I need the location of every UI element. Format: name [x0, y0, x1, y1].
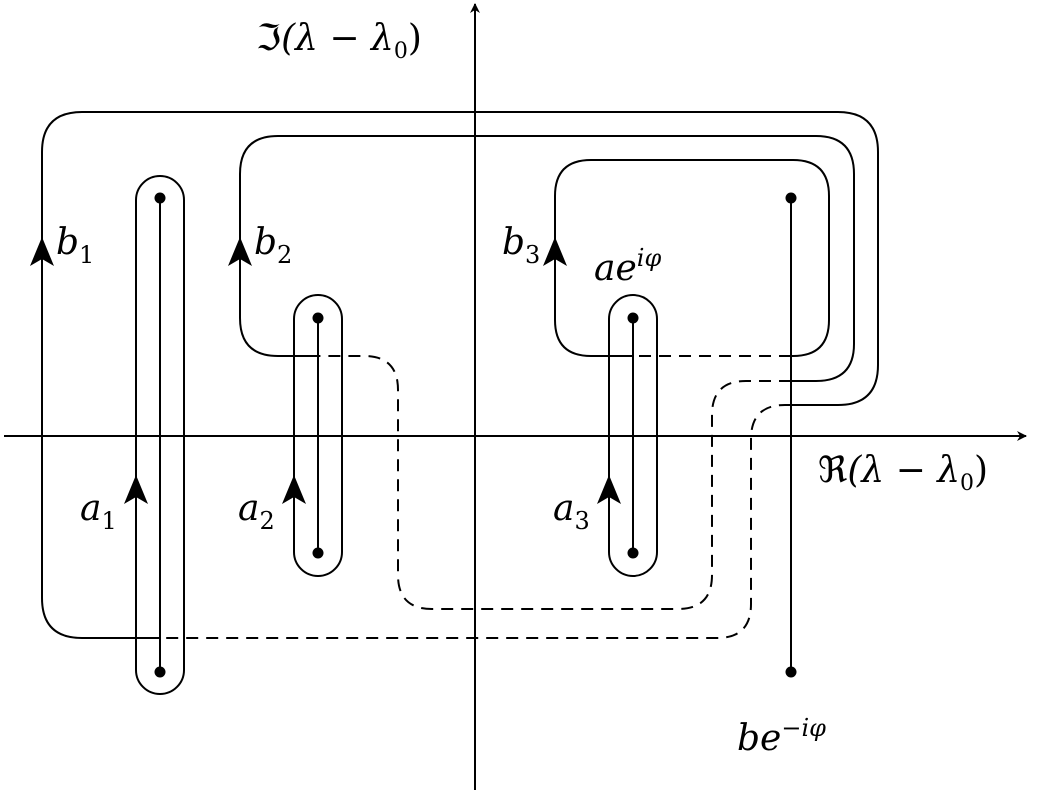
real-axis-label: ℜ(λ − λ0) [818, 450, 988, 496]
point-label-top: aeiφ [594, 244, 661, 289]
b1-arrow-icon [30, 237, 54, 266]
branch-point [627, 312, 639, 324]
b2-arrow-icon [228, 237, 252, 266]
a1-cycle [135, 175, 185, 695]
a2-cycle [293, 294, 343, 577]
a3-cycle [608, 294, 658, 577]
branch-point [154, 666, 166, 678]
b2-label: b2 [254, 222, 292, 269]
branch-point [312, 547, 324, 559]
b1-label: b1 [56, 222, 94, 269]
b2-cycle-dashed [318, 355, 791, 610]
imag-axis-label: ℑ(λ − λ0) [256, 18, 422, 64]
branch-point [785, 666, 797, 678]
a1-arrow-icon [124, 475, 148, 504]
a3-label: a3 [553, 488, 590, 535]
a3-arrow-icon [597, 475, 621, 504]
branch-point [785, 192, 797, 204]
a2-arrow-icon [282, 475, 306, 504]
a1-label: a1 [80, 488, 117, 535]
b3-label: b3 [502, 222, 540, 269]
b3-cycle-solid [554, 159, 830, 357]
b3-arrow-icon [543, 237, 567, 266]
b1-cycle-solid [41, 111, 879, 639]
point-label-bottom: be−iφ [737, 714, 826, 759]
branch-point [312, 312, 324, 324]
a2-label: a2 [238, 488, 275, 535]
branch-point [627, 547, 639, 559]
branch-point [154, 192, 166, 204]
b2-cycle-solid [239, 135, 855, 382]
b1-cycle-dashed [160, 404, 791, 639]
